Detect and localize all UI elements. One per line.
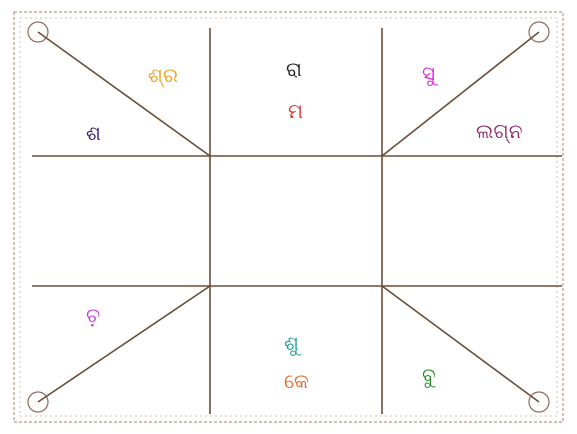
bottom-center-planet-1: ଶୁ: [284, 331, 302, 356]
bottom-left-planet-1: ଚ଼: [86, 303, 100, 327]
top-left-planet-1: ଶ୍ର: [148, 63, 178, 87]
top-left-planet-2: ଶ: [86, 121, 101, 145]
top-right-planet-1: ସୁ: [422, 61, 438, 86]
top-center-planet-1: ରା: [286, 57, 302, 81]
top-center-planet-2: ମ: [288, 99, 303, 123]
top-right-planet-2: ଲଗ୍ନ: [476, 119, 523, 143]
chart-grid-lines: [32, 28, 562, 414]
bottom-center-planet-2: କେ: [284, 369, 309, 393]
bottom-right-planet-1: ବୁ: [422, 363, 436, 388]
